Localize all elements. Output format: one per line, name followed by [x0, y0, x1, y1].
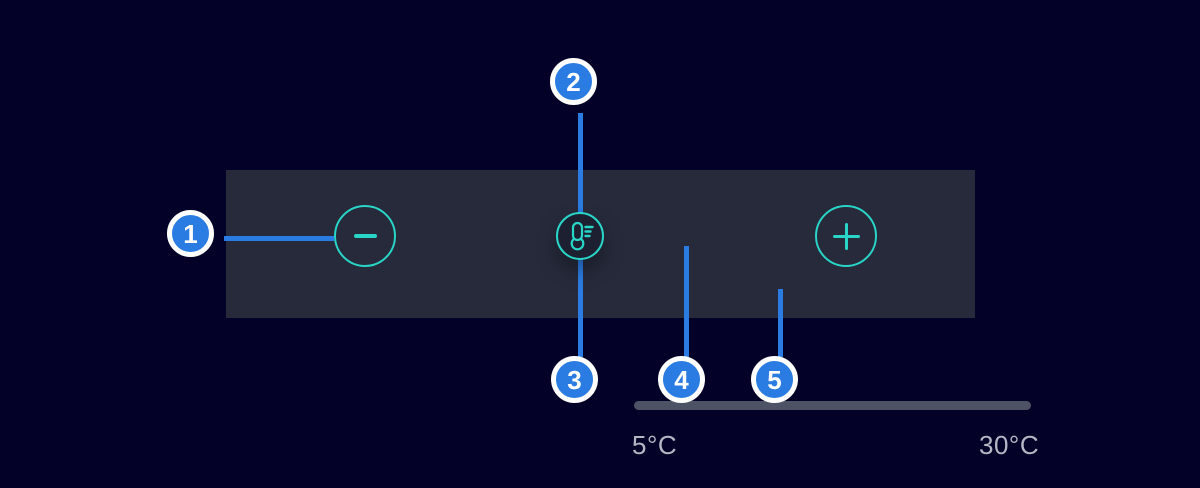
thermometer-icon [570, 221, 594, 251]
callout-line-3 [578, 257, 583, 357]
callout-line-1 [224, 236, 334, 241]
callout-marker-4: 4 [658, 356, 705, 403]
max-temperature-label: 30°C [979, 430, 1040, 460]
minus-icon [353, 234, 377, 238]
callout-marker-5: 5 [751, 356, 798, 403]
temperature-slider-handle[interactable] [556, 212, 604, 260]
min-temperature-label: 5°C [632, 430, 678, 460]
plus-icon [832, 222, 860, 250]
callout-line-2 [578, 113, 583, 213]
callout-line-4 [684, 246, 689, 357]
callout-marker-2: 2 [550, 58, 597, 105]
callout-line-5 [778, 289, 783, 357]
callout-marker-1: 1 [167, 210, 214, 257]
callout-marker-3: 3 [551, 356, 598, 403]
decrease-temperature-button[interactable] [334, 205, 396, 267]
temperature-slider-track[interactable] [634, 401, 1031, 410]
increase-temperature-button[interactable] [815, 205, 877, 267]
